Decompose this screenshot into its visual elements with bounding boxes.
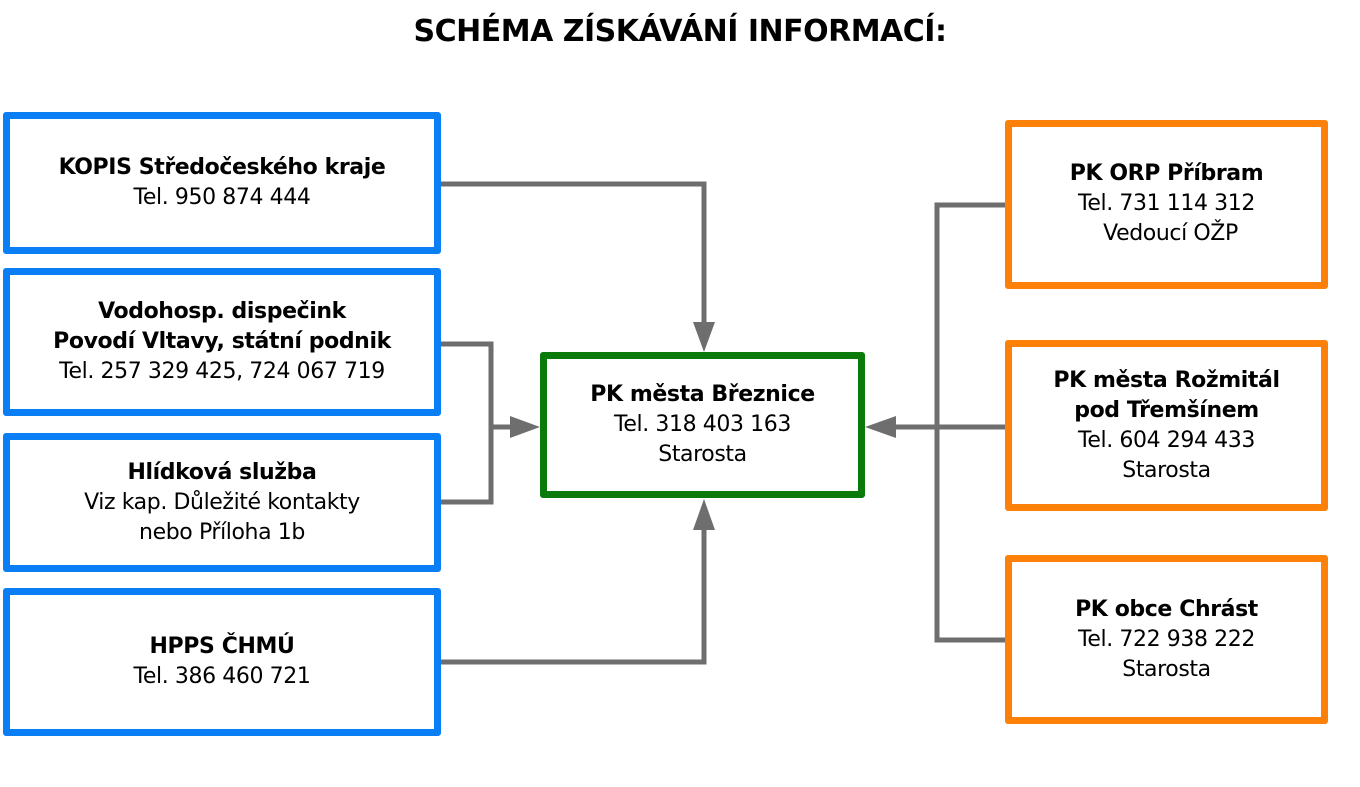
box-role: Vedoucí OŽP — [1103, 221, 1238, 246]
diagram-title: SCHÉMA ZÍSKÁVÁNÍ INFORMACÍ: — [413, 14, 947, 49]
box-note: Viz kap. Důležité kontakty — [84, 489, 360, 515]
central-box-breznice: PK města Březnice Tel. 318 403 163 Staro… — [540, 352, 865, 498]
source-box-hlidkova: Hlídková služba Viz kap. Důležité kontak… — [3, 433, 441, 572]
connector-hpps-to-central — [441, 528, 707, 665]
partner-box-rozmital: PK města Rožmitál pod Třemšínem Tel. 604… — [1005, 340, 1328, 511]
box-name: PK města Rožmitál — [1053, 367, 1280, 393]
box-name: HPPS ČHMÚ — [149, 634, 295, 659]
box-name: PK ORP Příbram — [1069, 161, 1264, 186]
box-phone: Tel. 604 294 433 — [1078, 427, 1255, 453]
box-role: Starosta — [1122, 656, 1211, 682]
arrowhead-right-icon — [510, 416, 540, 438]
box-phone: Tel. 318 403 163 — [614, 412, 791, 437]
arrowhead-down-icon — [693, 322, 715, 352]
source-box-hpps: HPPS ČHMÚ Tel. 386 460 721 — [3, 588, 441, 736]
box-phone: Tel. 386 460 721 — [133, 664, 311, 689]
box-role: Starosta — [1122, 457, 1211, 483]
connector-partners-bracket — [934, 202, 1005, 643]
source-box-vodohosp: Vodohosp. dispečink Povodí Vltavy, státn… — [3, 268, 441, 416]
arrowhead-up-icon — [693, 499, 715, 530]
source-box-kopis: KOPIS Středočeského kraje Tel. 950 874 4… — [3, 112, 441, 254]
connector-vodohosp-hlidkova-bracket — [441, 341, 494, 505]
box-phone: Tel. 722 938 222 — [1078, 626, 1255, 652]
box-phone: Tel. 257 329 425, 724 067 719 — [59, 359, 385, 384]
box-name: Hlídková služba — [127, 459, 317, 485]
box-role: Starosta — [658, 442, 747, 467]
box-name: Vodohosp. dispečink — [98, 299, 346, 324]
partner-box-pribram: PK ORP Příbram Tel. 731 114 312 Vedoucí … — [1005, 120, 1328, 289]
box-name: KOPIS Středočeského kraje — [58, 155, 386, 180]
box-name-line2: Povodí Vltavy, státní podnik — [53, 329, 391, 354]
connector-kopis-to-central — [441, 181, 707, 325]
box-note-line2: nebo Příloha 1b — [139, 519, 305, 545]
box-name-line2: pod Třemšínem — [1074, 397, 1259, 423]
partner-box-chrast: PK obce Chrást Tel. 722 938 222 Starosta — [1005, 555, 1328, 724]
box-phone: Tel. 731 114 312 — [1078, 191, 1255, 216]
box-name: PK města Březnice — [590, 382, 815, 407]
box-name: PK obce Chrást — [1075, 596, 1258, 622]
arrowhead-left-icon — [865, 416, 896, 438]
box-phone: Tel. 950 874 444 — [133, 185, 311, 210]
